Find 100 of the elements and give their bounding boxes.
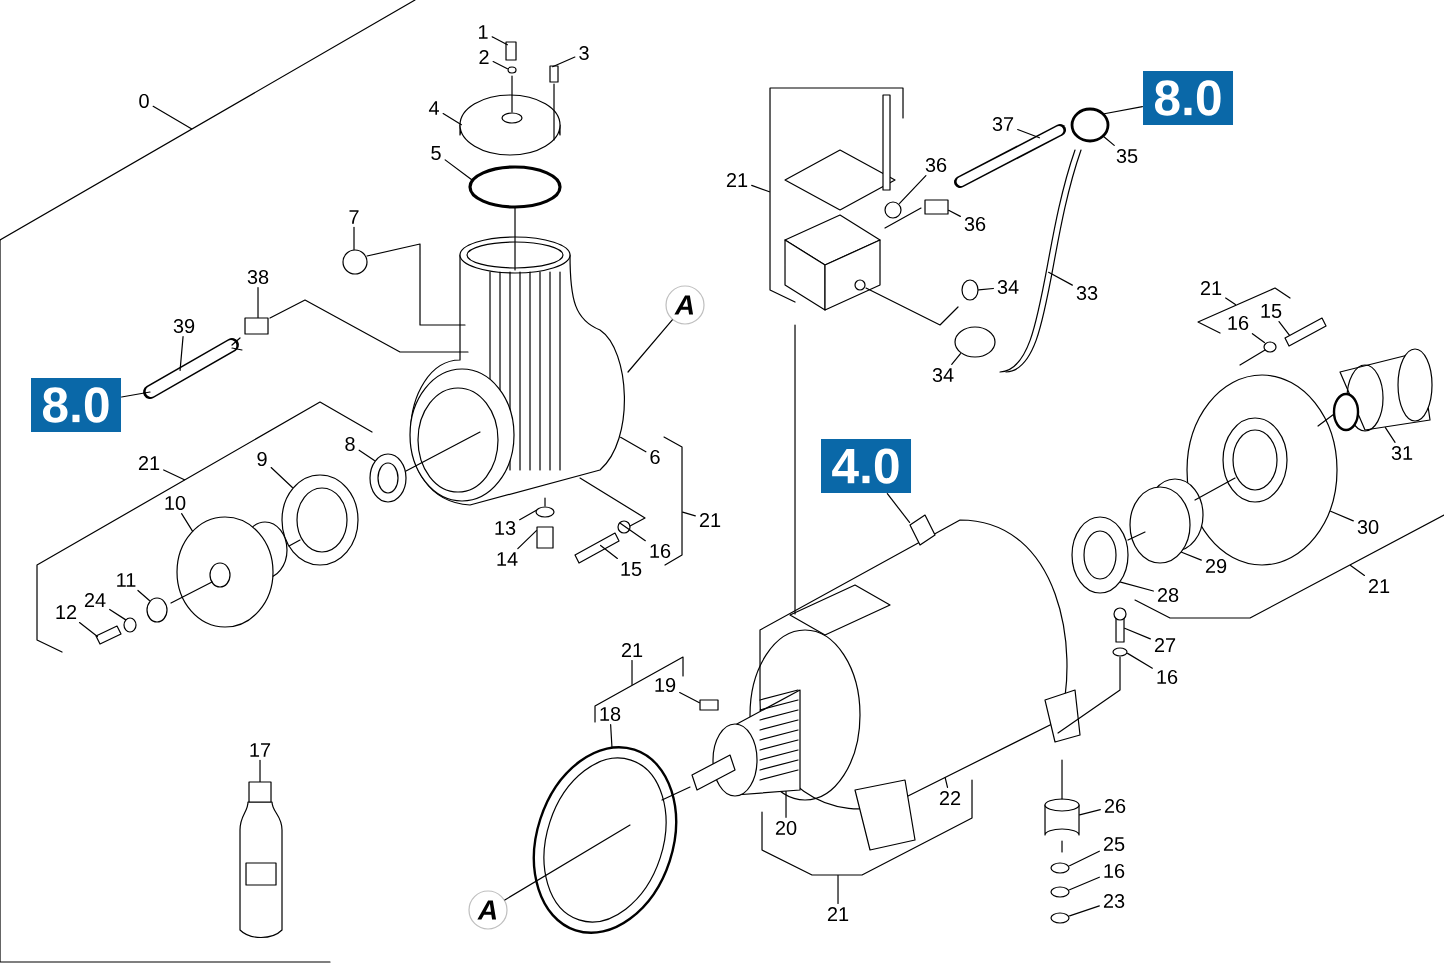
callout-number: 21 <box>699 513 721 527</box>
washer <box>1050 862 1070 874</box>
end-cover <box>459 94 561 156</box>
leader-line <box>259 759 261 782</box>
callout-number: 21 <box>726 173 748 187</box>
leader-line <box>1069 876 1100 891</box>
motor-housing <box>749 519 1081 851</box>
leader-line <box>270 466 293 489</box>
leader-line <box>610 724 613 748</box>
assembly-line <box>1127 531 1146 541</box>
leader-line <box>1102 106 1143 115</box>
callout-number: 4 <box>428 101 439 115</box>
leader-line <box>257 287 259 318</box>
leader-line <box>163 469 185 481</box>
callout-number: 33 <box>1076 285 1098 301</box>
leader-line <box>1048 271 1073 286</box>
assembly-line <box>366 243 466 326</box>
leader-line <box>1124 627 1151 640</box>
leader-line <box>1251 333 1265 344</box>
washer <box>1050 886 1070 898</box>
leader-line <box>600 544 618 560</box>
assembly-line <box>544 497 546 507</box>
washer <box>1263 341 1277 353</box>
leader-line <box>1079 809 1101 816</box>
leader-line <box>1181 551 1202 561</box>
leader-line <box>137 589 150 602</box>
callout-number: 31 <box>1391 445 1413 461</box>
bracket <box>1134 514 1444 619</box>
cable-gland <box>924 199 949 215</box>
leader-line <box>1069 850 1100 867</box>
callout-number: 38 <box>247 269 269 285</box>
leader-line <box>181 513 194 532</box>
leader-line <box>121 391 151 398</box>
leader-line <box>1330 510 1354 522</box>
callout-number: 17 <box>250 743 271 757</box>
pressure-switch <box>244 317 269 335</box>
leader-line <box>492 61 508 70</box>
leader-line <box>1120 581 1154 592</box>
callout-number: 34 <box>932 367 954 383</box>
nut <box>1050 912 1070 924</box>
leader-line <box>679 691 700 704</box>
assembly-line <box>269 299 469 353</box>
leader-line <box>152 105 192 130</box>
hose-clamp <box>1070 107 1110 143</box>
impeller <box>170 516 288 628</box>
callout-number: 6 <box>650 449 660 465</box>
leader-line <box>1127 652 1153 669</box>
cable <box>143 337 243 399</box>
rubber-foot <box>1044 798 1080 853</box>
washer <box>1112 647 1128 657</box>
leader-line <box>951 353 962 365</box>
assembly-line <box>579 477 646 527</box>
plug <box>342 249 368 275</box>
leader-line <box>353 226 355 250</box>
callout-number: 23 <box>1103 893 1125 909</box>
leader-line <box>504 824 631 901</box>
bracket <box>594 656 684 723</box>
callout-number: 3 <box>579 45 589 61</box>
callout-number: 35 <box>1116 148 1138 164</box>
o-ring <box>468 165 562 209</box>
assembly-line <box>794 324 796 615</box>
washer <box>961 279 979 301</box>
leader-line <box>179 336 184 371</box>
gasket <box>532 746 678 934</box>
assembly-line <box>511 75 513 113</box>
assembly-line <box>661 786 691 801</box>
leader-line <box>1384 427 1396 443</box>
leader-line <box>358 449 375 462</box>
leader-line <box>1350 564 1366 577</box>
o-ring <box>507 66 517 74</box>
leader-line <box>751 184 770 193</box>
leader-line <box>444 159 472 181</box>
screw <box>549 65 559 83</box>
bracket <box>761 779 973 876</box>
leader-line <box>1017 128 1040 139</box>
key <box>699 699 719 711</box>
assembly-line <box>1057 656 1121 734</box>
callout-number: 16 <box>1104 863 1125 879</box>
leader-line <box>1069 905 1100 917</box>
bolt <box>1284 317 1327 347</box>
callout-number: 36 <box>964 216 986 232</box>
seal-ring <box>369 453 407 503</box>
callout-number: 5 <box>431 146 441 160</box>
callout-number: 16 <box>650 543 671 559</box>
callout-number: 1 <box>479 25 488 39</box>
assembly-line <box>1061 759 1063 800</box>
callout-number: 36 <box>925 157 947 173</box>
pump-housing <box>409 236 625 506</box>
reference-box: 4.0 <box>821 439 911 493</box>
leader-line <box>948 209 961 217</box>
callout-number: 37 <box>992 116 1014 132</box>
callout-number: 2 <box>479 50 489 64</box>
leader-line <box>491 36 508 46</box>
assembly-line <box>553 83 555 141</box>
leader-line <box>517 530 537 550</box>
callout-number: 21 <box>1200 281 1222 295</box>
leader-line <box>785 791 787 818</box>
leader-line <box>682 511 696 517</box>
frame-line <box>0 0 416 241</box>
bracket <box>769 87 904 303</box>
